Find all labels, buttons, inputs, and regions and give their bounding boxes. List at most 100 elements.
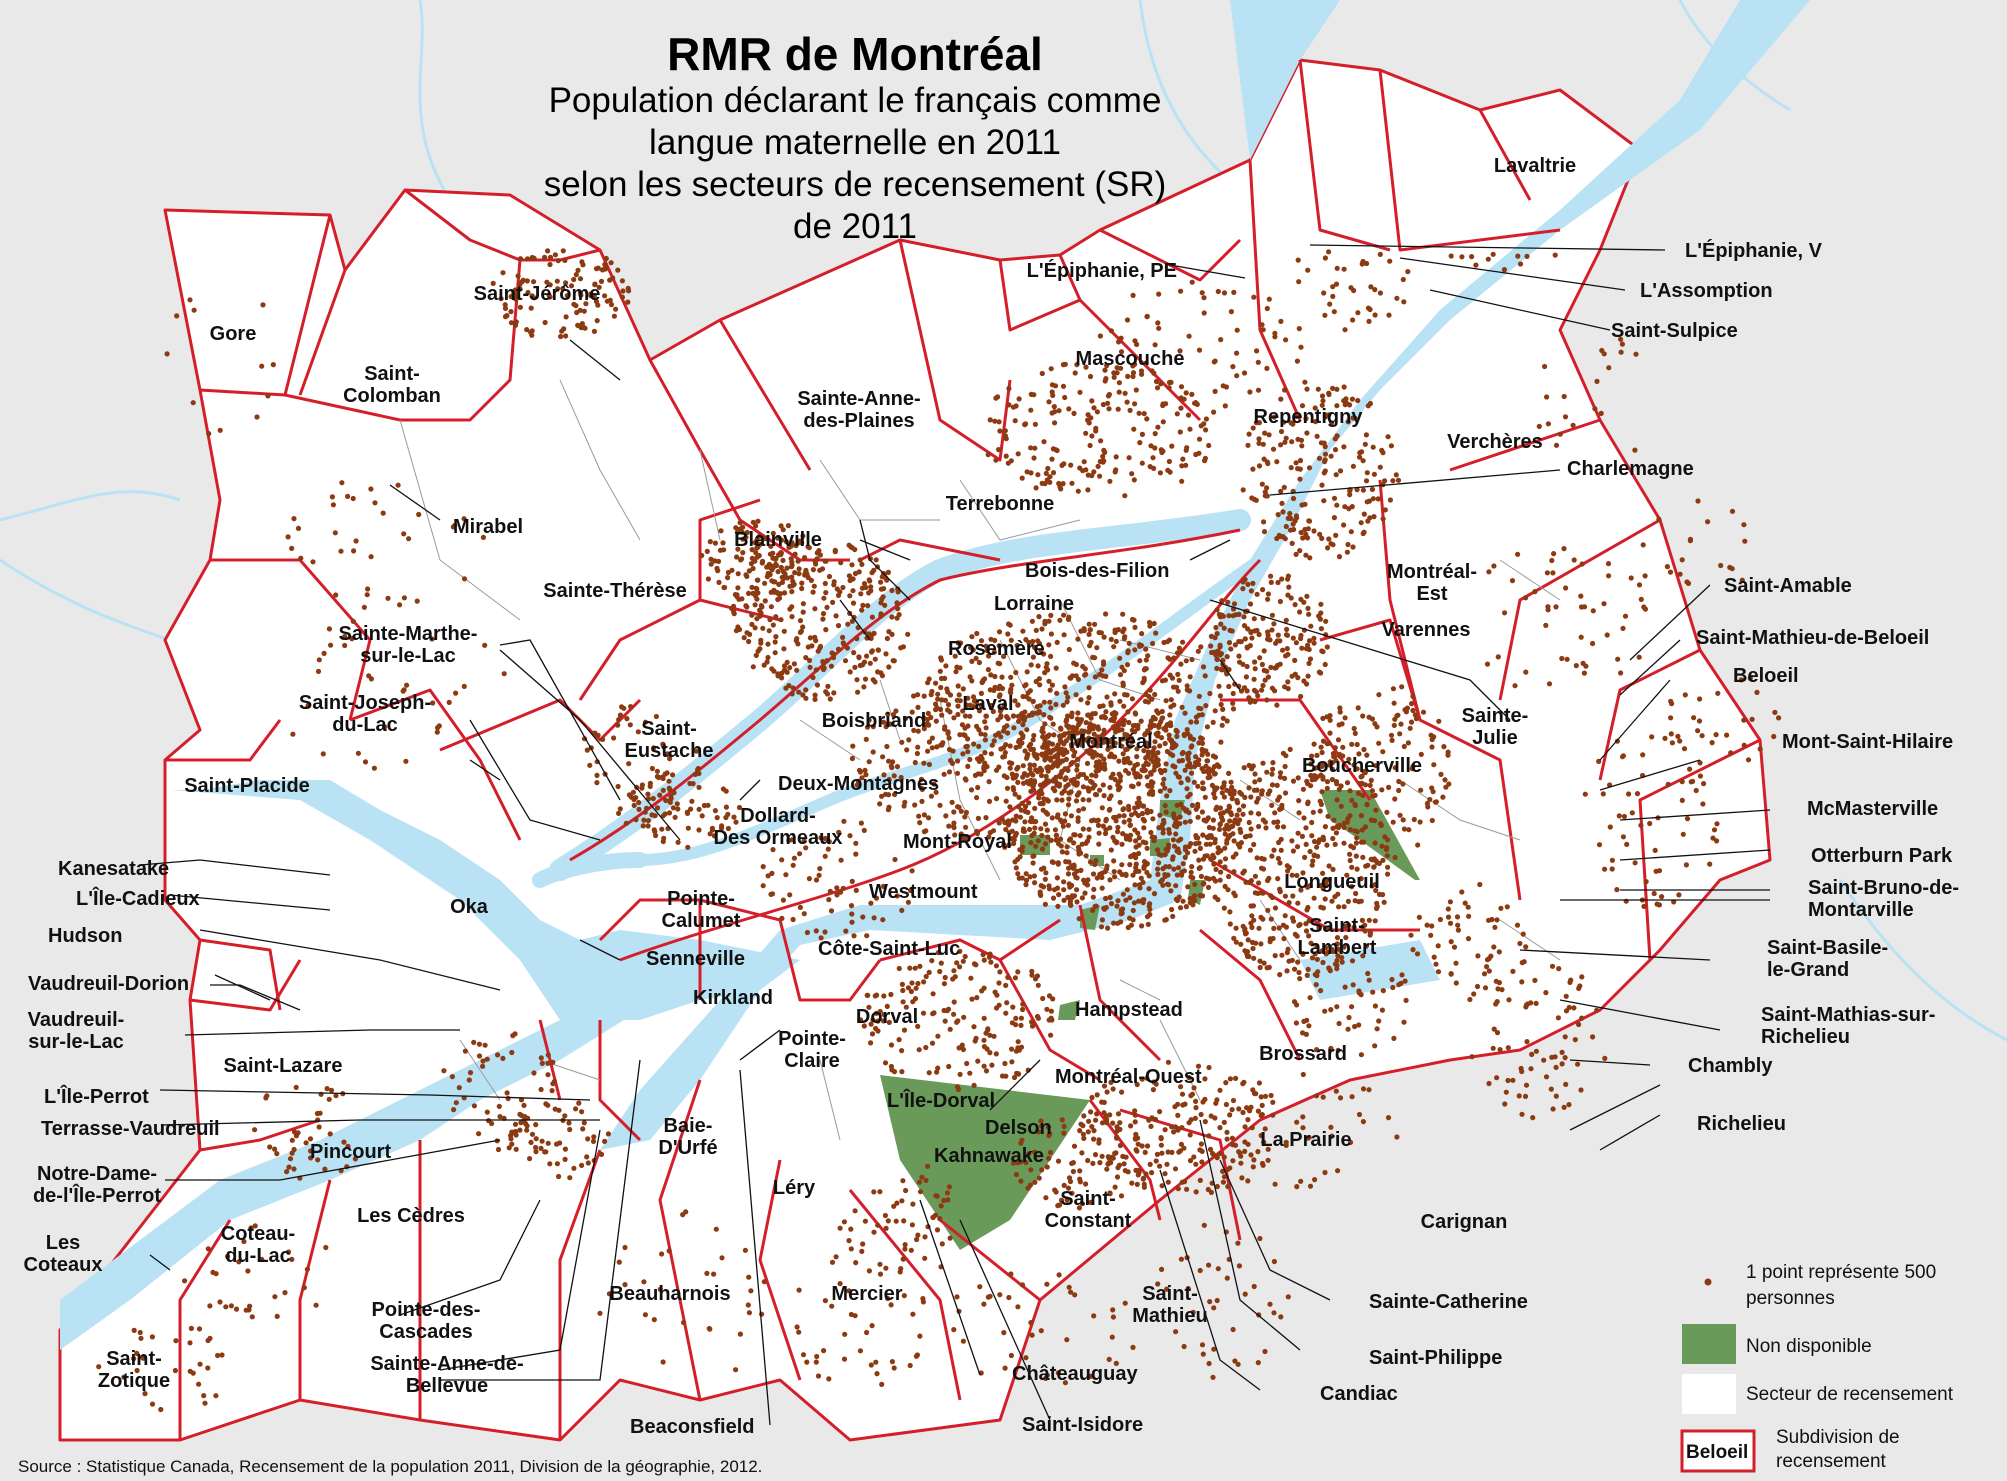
population-dot <box>1397 731 1403 737</box>
population-dot <box>883 1225 889 1231</box>
population-dot <box>1203 427 1209 433</box>
population-dot <box>1068 761 1074 767</box>
population-dot <box>896 1037 902 1043</box>
population-dot <box>1407 725 1413 731</box>
population-dot <box>368 486 374 492</box>
population-dot <box>1160 419 1166 425</box>
population-dot <box>1399 684 1405 690</box>
population-dot <box>1202 794 1208 800</box>
population-dot <box>1169 675 1176 681</box>
population-dot <box>1555 1015 1561 1021</box>
population-dot <box>749 612 755 618</box>
population-dot <box>1057 617 1063 623</box>
population-dot <box>1360 487 1366 493</box>
population-dot <box>326 1096 332 1102</box>
population-dot <box>963 744 969 750</box>
population-dot <box>1086 695 1092 701</box>
population-dot <box>871 567 877 574</box>
population-dot <box>1274 702 1280 708</box>
population-dot <box>1366 977 1372 983</box>
population-dot <box>1398 980 1404 987</box>
population-dot <box>1080 806 1087 812</box>
population-dot <box>1104 739 1111 745</box>
population-dot <box>1133 838 1139 844</box>
population-dot <box>1741 742 1747 748</box>
population-dot <box>1172 1124 1178 1130</box>
population-dot <box>137 1329 143 1336</box>
population-dot <box>1252 699 1258 705</box>
population-dot <box>1543 990 1549 996</box>
population-dot <box>1252 771 1258 777</box>
population-dot <box>1385 871 1391 877</box>
population-dot <box>1111 710 1117 716</box>
population-dot <box>850 743 856 749</box>
population-dot <box>1054 752 1060 759</box>
population-dot <box>1385 1115 1392 1121</box>
population-dot <box>351 548 357 554</box>
population-dot <box>795 641 801 647</box>
population-dot <box>1302 379 1308 385</box>
population-dot <box>1252 666 1258 672</box>
population-dot <box>1249 1125 1255 1131</box>
population-dot <box>1275 819 1281 825</box>
population-dot <box>854 677 860 683</box>
population-dot <box>1170 744 1176 751</box>
population-dot <box>1372 1003 1378 1009</box>
population-dot <box>1131 477 1137 483</box>
population-dot <box>1107 877 1113 883</box>
population-dot <box>1141 865 1147 871</box>
population-dot <box>320 751 326 757</box>
population-dot <box>1042 841 1049 847</box>
population-dot <box>1714 821 1720 827</box>
population-dot <box>539 1138 545 1144</box>
population-dot <box>1429 744 1435 750</box>
population-dot <box>1056 892 1062 898</box>
population-dot <box>1442 777 1448 783</box>
population-dot <box>901 1218 907 1224</box>
population-dot <box>1201 1222 1207 1228</box>
population-dot <box>1220 383 1226 389</box>
population-dot <box>1359 827 1365 833</box>
population-dot <box>1123 747 1129 753</box>
population-dot <box>852 664 858 671</box>
population-dot <box>968 787 975 793</box>
population-dot <box>1532 589 1538 595</box>
population-dot <box>1285 573 1291 579</box>
population-dot <box>1228 812 1234 818</box>
population-dot <box>1071 753 1077 759</box>
population-dot <box>1117 672 1124 678</box>
population-dot <box>817 567 823 573</box>
population-dot <box>1243 674 1249 680</box>
population-dot <box>1512 683 1518 689</box>
population-dot <box>1125 924 1131 931</box>
population-dot <box>1246 695 1252 701</box>
population-dot <box>1071 840 1077 846</box>
population-dot <box>1609 857 1615 863</box>
population-dot <box>1152 445 1158 451</box>
population-dot <box>1214 607 1220 613</box>
population-dot <box>1396 787 1402 794</box>
population-dot <box>513 1146 519 1152</box>
population-dot <box>556 1107 562 1113</box>
population-dot <box>1261 960 1267 966</box>
population-dot <box>1259 687 1265 693</box>
population-dot <box>1251 1283 1257 1290</box>
population-dot <box>1386 312 1392 318</box>
population-dot <box>1028 1320 1034 1326</box>
population-dot <box>833 1254 839 1260</box>
population-dot <box>1059 819 1065 825</box>
population-dot <box>1297 921 1303 928</box>
population-dot <box>624 716 630 722</box>
population-dot <box>1120 831 1126 837</box>
population-dot <box>1236 653 1242 659</box>
population-dot <box>671 790 677 796</box>
population-dot <box>835 646 842 652</box>
population-dot <box>1038 826 1044 832</box>
population-dot <box>1139 431 1145 437</box>
population-dot <box>1563 1081 1569 1087</box>
population-dot <box>1056 480 1062 487</box>
population-dot <box>1366 1087 1372 1093</box>
population-dot <box>1344 872 1350 878</box>
population-dot <box>615 783 621 790</box>
population-dot <box>666 810 673 816</box>
